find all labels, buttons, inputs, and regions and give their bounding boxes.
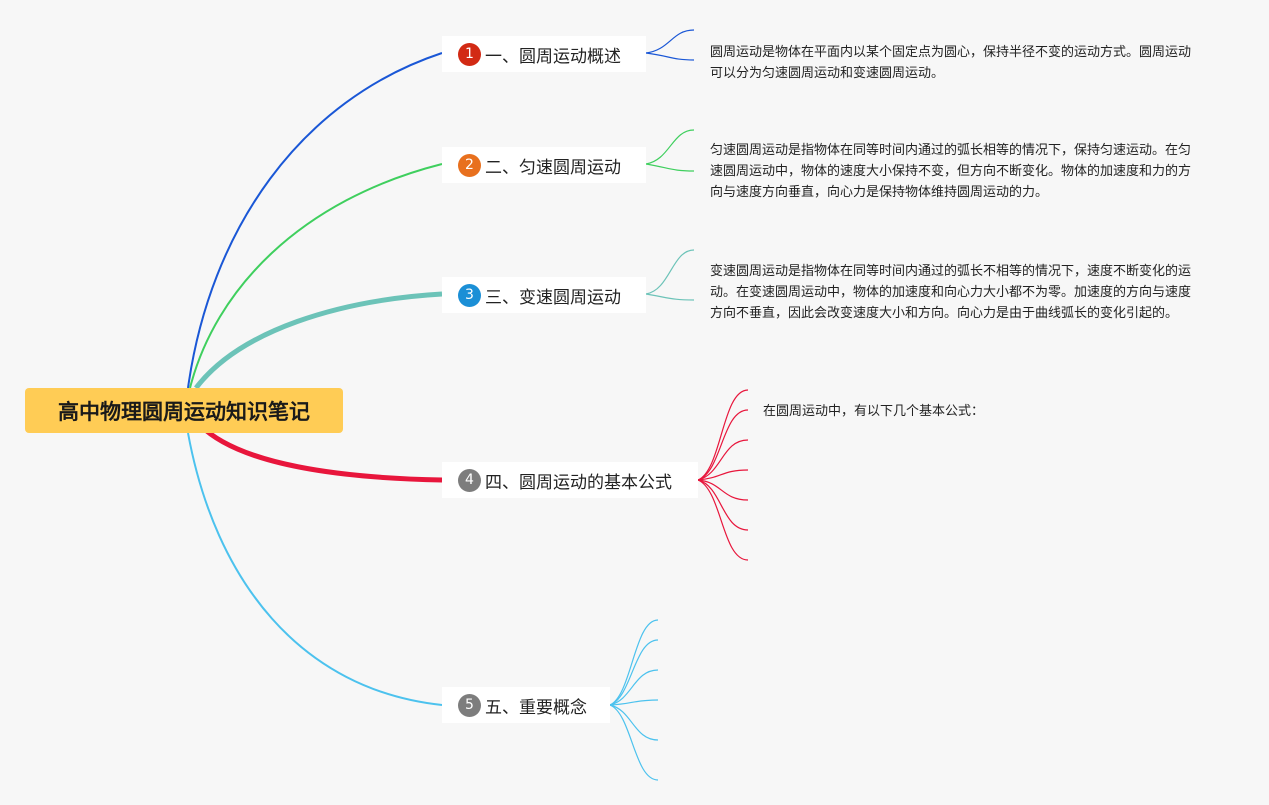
branch-topic-3-label: 三、变速圆周运动	[485, 287, 621, 308]
sub-connectors-5	[609, 619, 659, 781]
sub-connector-3a	[645, 249, 695, 295]
priority-3-marker-icon: 3	[458, 283, 481, 307]
branch-topic-4-label: 四、圆周运动的基本公式	[485, 472, 672, 493]
sub-connector-2b	[645, 163, 695, 172]
sub-connector-3b	[645, 293, 695, 301]
sub-connector-2a	[645, 129, 695, 165]
sub-connector-1a	[645, 29, 695, 54]
connector-branch-5	[187, 432, 443, 706]
branch-topic-2-label: 二、匀速圆周运动	[485, 157, 621, 178]
root-topic-title: 高中物理圆周运动知识笔记	[58, 399, 310, 424]
branch-topic-2[interactable]: 2 二、匀速圆周运动	[442, 147, 646, 183]
note-branch-4[interactable]: 在圆周运动中，有以下几个基本公式：	[763, 404, 985, 419]
connector-branch-4	[198, 423, 443, 483]
priority-1-marker-icon: 1	[458, 42, 481, 66]
branch-topic-1-label: 一、圆周运动概述	[485, 46, 621, 67]
branch-topic-5-label: 五、重要概念	[485, 697, 587, 718]
sub-connector-1b	[645, 52, 695, 61]
priority-5-marker-icon: 5	[458, 693, 481, 717]
priority-2-marker-icon: 2	[458, 153, 481, 177]
branch-topic-3[interactable]: 3 三、变速圆周运动	[442, 277, 646, 313]
connector-branch-2	[189, 163, 443, 389]
note-branch-2[interactable]: 匀速圆周运动是指物体在同等时间内通过的弧长相等的情况下，保持匀速运动。在匀速圆周…	[710, 143, 1192, 200]
connector-branch-3	[194, 291, 443, 390]
root-topic[interactable]: 高中物理圆周运动知识笔记	[25, 388, 343, 433]
note-branch-1[interactable]: 圆周运动是物体在平面内以某个固定点为圆心，保持半径不变的运动方式。圆周运动可以分…	[710, 45, 1192, 81]
sub-connectors-4	[697, 389, 749, 561]
branch-topic-1[interactable]: 1 一、圆周运动概述	[442, 36, 646, 72]
priority-4-marker-icon: 4	[458, 468, 481, 492]
connector-branch-1	[187, 52, 443, 389]
branch-topic-5[interactable]: 5 五、重要概念	[442, 687, 610, 723]
branch-topic-4[interactable]: 4 四、圆周运动的基本公式	[442, 462, 698, 498]
note-branch-3[interactable]: 变速圆周运动是指物体在同等时间内通过的弧长不相等的情况下，速度不断变化的运动。在…	[710, 264, 1192, 321]
